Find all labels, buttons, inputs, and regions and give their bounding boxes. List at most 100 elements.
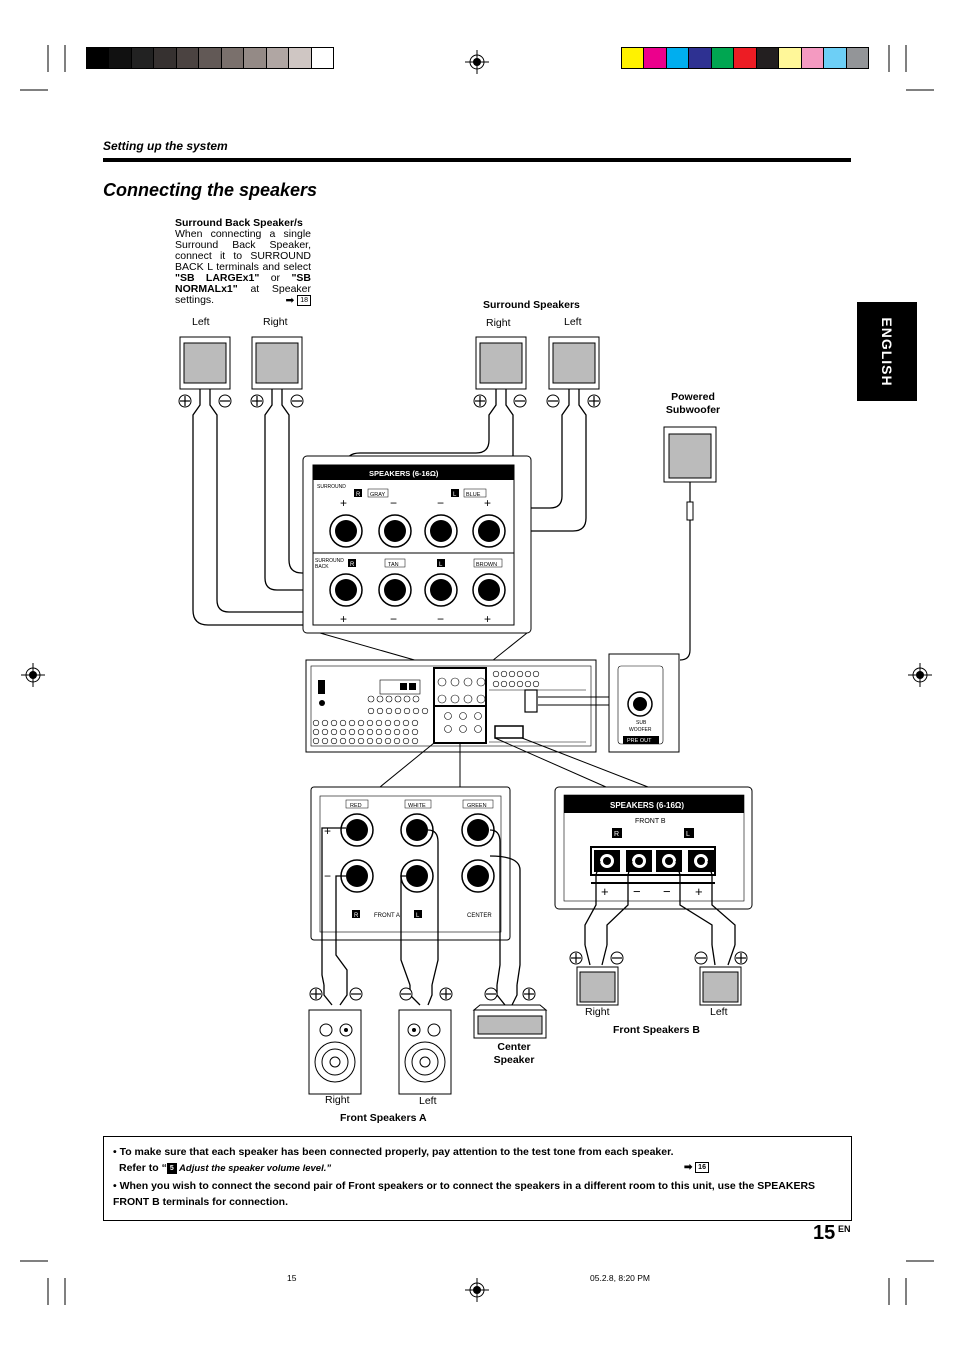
color-swatch: [779, 48, 802, 68]
white-label: WHITE: [408, 803, 426, 809]
jack-dot: [375, 719, 383, 727]
jack-dot: [321, 728, 329, 736]
note-bold-1: "SB LARGEx1": [175, 272, 260, 284]
jack-dot: [375, 728, 383, 736]
section-title: Setting up the system: [103, 139, 228, 153]
jack-dot: [367, 707, 375, 715]
front-a-left-speaker: [398, 1009, 452, 1095]
jack-dot: [321, 737, 329, 745]
front-speakers-a-label: Front Speakers A: [340, 1112, 427, 1124]
center-label: CENTER: [467, 913, 492, 919]
jack-dot: [437, 694, 447, 704]
jack-dot: [474, 725, 482, 733]
fa-plus: +: [324, 824, 331, 838]
front-b-right-speaker: [576, 966, 619, 1006]
surround-back-note: Surround Back Speaker/s When connecting …: [175, 217, 312, 307]
jack-dot: [312, 737, 320, 745]
jack-dot: [339, 719, 347, 727]
sub-woofer-label-2: WOOFER: [629, 727, 652, 733]
front-b-left-speaker: [699, 966, 742, 1006]
sb-right-label: Right: [263, 316, 288, 328]
step-number-badge: 5: [166, 1162, 177, 1174]
fa-right-label: Right: [325, 1094, 350, 1106]
color-swatch: [734, 48, 757, 68]
step-title: Adjust the speaker volume level.”: [176, 1163, 332, 1174]
jack-dot: [476, 677, 486, 687]
fb-l-badge: L: [686, 831, 690, 838]
sub-woofer-label-1: SUB: [636, 720, 647, 726]
gray-swatch: [109, 48, 132, 68]
color-swatch: [711, 48, 735, 68]
center-speaker-label: Center Speaker: [486, 1041, 542, 1067]
jack-dot: [492, 680, 500, 688]
sb-l-badge: L: [439, 562, 443, 568]
note-body: When connecting a single Surround Back S…: [175, 228, 311, 273]
note-bullet-1: • To make sure that each speaker has bee…: [113, 1146, 674, 1158]
jack-dot: [348, 719, 356, 727]
jack-dot: [393, 728, 401, 736]
jack-dot: [516, 670, 524, 678]
subwoofer-label: Subwoofer: [665, 404, 721, 416]
fa-left-label: Left: [419, 1095, 437, 1107]
gray-swatch: [311, 48, 333, 68]
jack-dot: [532, 680, 540, 688]
color-bar: [621, 47, 869, 69]
jack-dot: [385, 707, 393, 715]
s-plus-1: +: [340, 496, 347, 510]
jack-dot: [492, 670, 500, 678]
jack-dot: [376, 695, 384, 703]
s-minus-1: −: [390, 496, 397, 510]
jack-dot: [463, 677, 473, 687]
fb-minus-2: −: [663, 884, 671, 899]
jack-dot: [312, 719, 320, 727]
jack-dot: [330, 719, 338, 727]
page-title: Connecting the speakers: [103, 180, 318, 200]
refer-to-text: Refer to “: [119, 1162, 167, 1174]
jack-dot: [459, 725, 467, 733]
gray-swatch: [289, 48, 312, 68]
jack-dot: [357, 719, 365, 727]
jack-dot: [357, 737, 365, 745]
color-swatch: [644, 48, 667, 68]
jack-dot: [508, 670, 516, 678]
grayscale-bar: [86, 47, 334, 69]
powered-label: Powered: [671, 391, 715, 403]
jack-dot: [516, 680, 524, 688]
color-swatch: [689, 48, 712, 68]
gray-swatch: [266, 48, 290, 68]
footer-date: 05.2.8, 8:20 PM: [590, 1273, 651, 1283]
sr-left-label: Left: [564, 316, 582, 328]
sb-r-badge: R: [350, 562, 355, 568]
pre-out-panel: [608, 653, 680, 753]
color-swatch: [666, 48, 690, 68]
surround-back-label-2: BACK: [315, 564, 329, 570]
jack-dot: [402, 719, 410, 727]
notes-box: • To make sure that each speaker has bee…: [103, 1136, 852, 1221]
jack-dot: [524, 680, 532, 688]
s-plus-2: +: [484, 496, 491, 510]
jack-dot: [384, 719, 392, 727]
powered-subwoofer-label: Powered Subwoofer: [661, 391, 725, 417]
pre-out-label: PRE OUT: [627, 738, 652, 744]
color-swatch: [846, 48, 868, 68]
front-b-panel-title: SPEAKERS (6-16Ω): [610, 801, 684, 810]
front-speakers-b-label: Front Speakers B: [613, 1024, 700, 1036]
front-b-terminals: [590, 846, 716, 884]
jack-dot: [437, 677, 447, 687]
color-swatch: [801, 48, 825, 68]
sb-plus-1: +: [340, 612, 347, 626]
jack-dot: [393, 719, 401, 727]
page-suffix: EN: [838, 1224, 851, 1234]
jack-dot: [330, 728, 338, 736]
sb-minus-1: −: [390, 612, 397, 626]
jack-dot: [348, 728, 356, 736]
fb-plus-1: +: [601, 884, 609, 899]
gray-swatch: [131, 48, 155, 68]
jack-dot: [444, 725, 452, 733]
sb-left-label: Left: [192, 316, 210, 328]
fb-minus-1: −: [633, 884, 641, 899]
center-speaker: [472, 1004, 548, 1039]
note-or: or: [270, 272, 281, 284]
jack-dot: [508, 680, 516, 688]
jack-dot: [375, 737, 383, 745]
